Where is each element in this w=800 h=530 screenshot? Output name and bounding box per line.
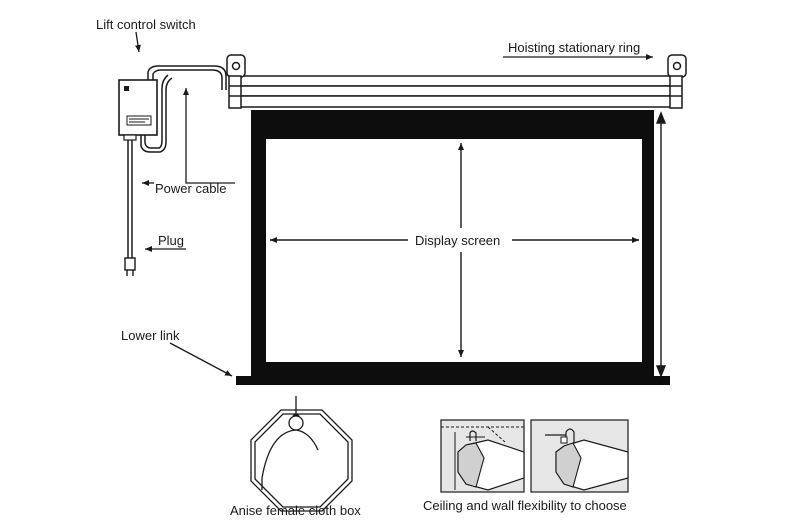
lower-link-label: Lower link <box>121 328 180 343</box>
display-surface <box>266 139 642 362</box>
lift-control-switch-label: Lift control switch <box>96 17 196 32</box>
power-cable <box>127 65 227 258</box>
height-dimension-arrow <box>655 111 667 378</box>
hoisting-ring-right <box>667 54 687 109</box>
lower-link-leader <box>169 342 233 377</box>
ceiling-wall-label: Ceiling and wall flexibility to choose <box>423 498 627 513</box>
lower-bar <box>236 376 670 385</box>
plug-label: Plug <box>158 233 184 248</box>
hoisting-ring-label: Hoisting stationary ring <box>508 40 640 55</box>
lift-control-switch-box <box>118 79 158 141</box>
power-cable-label: Power cable <box>155 181 227 196</box>
power-cable-leader-v <box>183 88 235 184</box>
cloth-box-cross-section <box>250 396 353 512</box>
hoisting-ring-left <box>226 54 246 109</box>
display-screen-label: Display screen <box>415 233 500 248</box>
wall-mount-inset <box>530 419 629 493</box>
lift-switch-leader <box>134 31 141 53</box>
display-dimension-arrows <box>270 143 639 357</box>
plug <box>124 257 136 276</box>
ceiling-mount-inset <box>440 419 525 493</box>
screen-housing-bar <box>233 75 679 108</box>
